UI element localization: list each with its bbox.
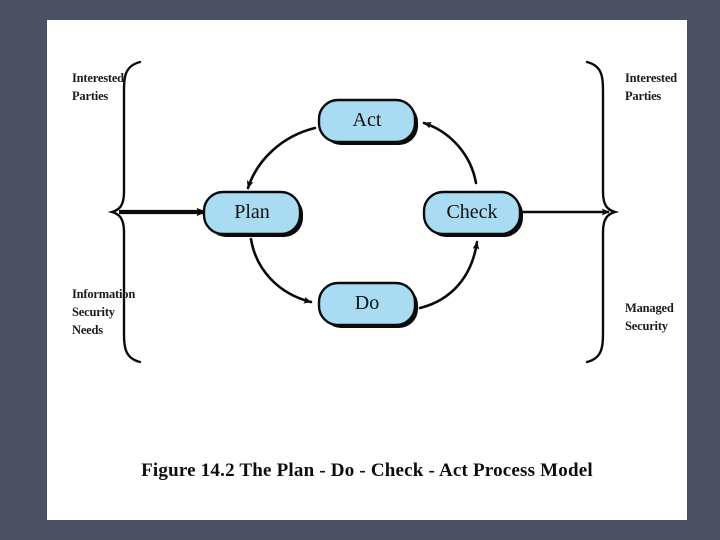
node-plan-label: Plan xyxy=(234,201,270,223)
label-information-security-needs: Information Security Needs xyxy=(72,287,136,337)
label-interested-parties-right-line-1: Interested xyxy=(625,71,677,85)
node-act-label: Act xyxy=(353,109,382,131)
right-brace xyxy=(585,60,620,364)
label-managed-security-line-2: Security xyxy=(625,319,669,333)
pdca-diagram: Act Plan Check Do Interest xyxy=(72,60,677,364)
node-plan-shape xyxy=(202,190,302,236)
label-managed-security-line-1: Managed xyxy=(625,301,674,315)
node-do[interactable]: Do xyxy=(317,281,418,328)
cycle-arrow-check-to-act xyxy=(422,121,478,185)
node-do-shape xyxy=(317,281,417,327)
label-managed-security: Managed Security xyxy=(625,301,674,333)
cycle-arrow-do-to-check xyxy=(418,240,480,310)
label-interested-parties-right: Interested Parties xyxy=(625,71,677,103)
cycle-arrow-plan-to-do xyxy=(249,237,313,304)
node-check-shape xyxy=(422,190,522,236)
slide-content-area: Act Plan Check Do Interest xyxy=(47,20,687,520)
node-do-label: Do xyxy=(355,292,379,314)
node-act[interactable]: Act xyxy=(317,98,418,145)
label-information-security-needs-line-1: Information xyxy=(72,287,135,301)
label-interested-parties-left-line-2: Parties xyxy=(72,89,108,103)
node-plan[interactable]: Plan xyxy=(202,190,303,237)
label-information-security-needs-line-3: Needs xyxy=(72,323,103,337)
node-act-shape xyxy=(317,98,417,144)
cycle-arrow-act-to-plan xyxy=(246,126,317,190)
node-check[interactable]: Check xyxy=(422,190,523,237)
node-check-label: Check xyxy=(446,201,497,223)
label-interested-parties-left-line-1: Interested xyxy=(72,71,124,85)
left-brace xyxy=(107,60,142,364)
label-interested-parties-left: Interested Parties xyxy=(72,71,124,103)
label-interested-parties-right-line-2: Parties xyxy=(625,89,661,103)
label-information-security-needs-line-2: Security xyxy=(72,305,116,319)
figure-caption: Figure 14.2 The Plan - Do - Check - Act … xyxy=(141,460,593,481)
